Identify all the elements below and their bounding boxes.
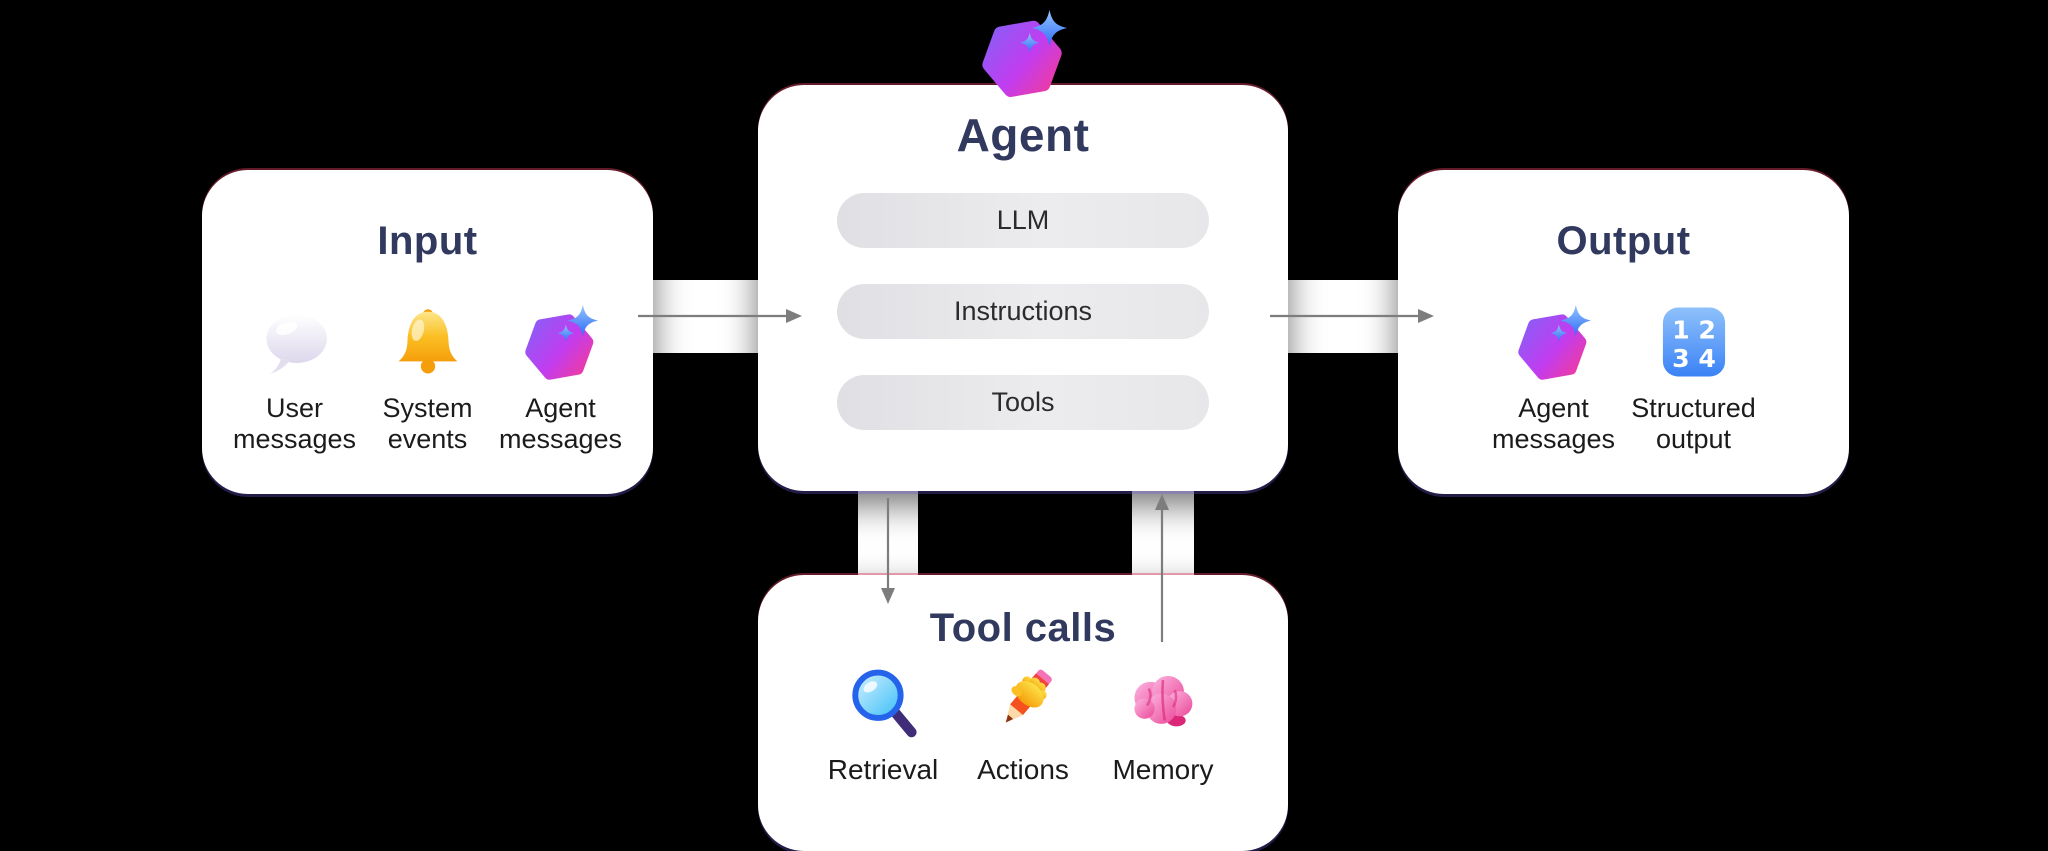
pencil-hand-icon bbox=[981, 660, 1065, 744]
connector-tool-calls-to-agent bbox=[1132, 486, 1194, 580]
output-item-structured-output: Structured output bbox=[1624, 300, 1764, 455]
connector-agent-to-output bbox=[1280, 280, 1406, 353]
magnifier-icon bbox=[841, 660, 925, 744]
input-item-label: User messages bbox=[232, 393, 357, 454]
tool-calls-item-actions: Actions bbox=[953, 660, 1093, 785]
input-item-label: Agent messages bbox=[498, 393, 623, 454]
input-card-title: Input bbox=[377, 219, 478, 263]
speech-bubble-icon bbox=[253, 300, 337, 384]
tool-calls-items-row: Retrieval Actions Memory bbox=[813, 660, 1233, 785]
brain-icon bbox=[1121, 660, 1205, 744]
tool-calls-card: Tool calls Retrieval Actions Memory bbox=[758, 575, 1288, 851]
output-card: Output Agent messages Structured output bbox=[1398, 170, 1849, 494]
input-item-agent-messages: Agent messages bbox=[494, 300, 627, 455]
agent-hexagon-icon bbox=[519, 300, 603, 384]
input-card: Input User messages System events Agent … bbox=[202, 170, 653, 494]
agent-hexagon-icon bbox=[975, 4, 1073, 102]
tool-calls-card-title: Tool calls bbox=[929, 606, 1117, 650]
input-item-system-events: System events bbox=[361, 300, 494, 455]
output-card-title: Output bbox=[1556, 219, 1691, 263]
agent-hexagon-icon bbox=[1512, 300, 1596, 384]
connector-agent-to-tool-calls bbox=[858, 486, 918, 580]
connector-input-to-agent bbox=[648, 280, 768, 353]
numbers-tile-icon bbox=[1652, 300, 1736, 384]
agent-card: Agent LLM Instructions Tools bbox=[758, 85, 1288, 491]
agent-card-title: Agent bbox=[956, 109, 1090, 161]
input-item-user-messages: User messages bbox=[228, 300, 361, 455]
tool-calls-item-memory: Memory bbox=[1093, 660, 1233, 785]
input-item-label: System events bbox=[382, 393, 473, 454]
agent-pills: LLM Instructions Tools bbox=[837, 193, 1209, 430]
agent-pill-llm: LLM bbox=[837, 193, 1209, 248]
agent-pill-tools: Tools bbox=[837, 375, 1209, 430]
tool-calls-item-label: Actions bbox=[977, 754, 1069, 785]
output-item-label: Agent messages bbox=[1491, 393, 1616, 454]
output-item-agent-messages: Agent messages bbox=[1484, 300, 1624, 455]
output-item-label: Structured output bbox=[1631, 393, 1756, 454]
input-items-row: User messages System events Agent messag… bbox=[228, 300, 627, 455]
agent-pill-instructions: Instructions bbox=[837, 284, 1209, 339]
tool-calls-item-retrieval: Retrieval bbox=[813, 660, 953, 785]
tool-calls-item-label: Retrieval bbox=[827, 754, 939, 785]
output-items-row: Agent messages Structured output bbox=[1484, 300, 1764, 455]
bell-icon bbox=[386, 300, 470, 384]
tool-calls-item-label: Memory bbox=[1112, 754, 1214, 785]
